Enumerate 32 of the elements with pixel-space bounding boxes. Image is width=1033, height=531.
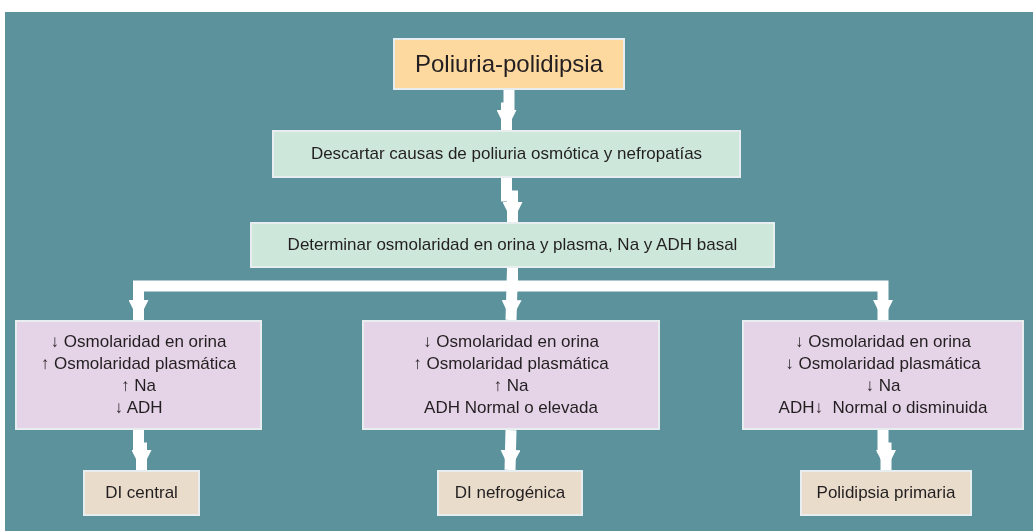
box-text: ↓ Osmolaridad en orina bbox=[423, 331, 599, 353]
box-text: ↓ ADH bbox=[114, 397, 163, 419]
arrow bbox=[131, 430, 152, 470]
arrow bbox=[500, 429, 521, 471]
box-text: ↑ Osmolaridad plasmática bbox=[40, 353, 237, 375]
box-text: Polidipsia primaria bbox=[816, 482, 956, 505]
box-text: ↓ Osmolaridad plasmática bbox=[785, 353, 981, 375]
box-text: ↓ Na bbox=[865, 375, 901, 397]
arrow bbox=[501, 178, 523, 222]
box-text: ↑ Na bbox=[121, 375, 156, 397]
box-text: Descartar causas de poliuria osmótica y nefropatías bbox=[310, 143, 703, 166]
result-box bbox=[800, 470, 972, 516]
arrow bbox=[876, 430, 896, 470]
box-text: ↑ Osmolaridad plasmática bbox=[413, 353, 609, 375]
box-text: Determinar osmolaridad en orina y plasma, Na y ADH basal bbox=[287, 234, 738, 257]
box-text: ADH↓ Normal o disminuida bbox=[778, 397, 988, 419]
result-box bbox=[83, 470, 200, 516]
process-box bbox=[272, 130, 741, 178]
criteria-box bbox=[15, 320, 262, 430]
box-text: DI central bbox=[105, 482, 178, 505]
box-text: DI nefrogénica bbox=[454, 482, 566, 505]
box-text: Poliuria-polidipsia bbox=[414, 49, 604, 79]
box-text: ↑ Na bbox=[493, 375, 529, 397]
criteria-box bbox=[742, 320, 1024, 430]
start-box bbox=[393, 38, 625, 90]
process-box bbox=[250, 222, 775, 268]
box-text: ADH Normal o elevada bbox=[424, 397, 598, 419]
result-box bbox=[437, 470, 583, 516]
box-text: ↓ Osmolaridad en orina bbox=[795, 331, 971, 353]
arrow bbox=[496, 90, 517, 130]
criteria-box bbox=[362, 320, 660, 430]
box-text: ↓ Osmolaridad en orina bbox=[50, 331, 227, 353]
